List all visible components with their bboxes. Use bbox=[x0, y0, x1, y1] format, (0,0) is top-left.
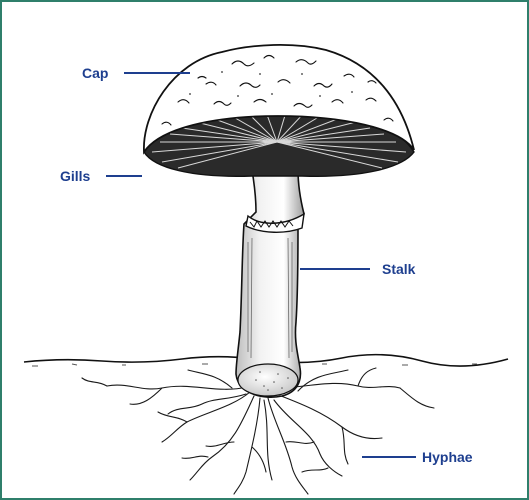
label-gills: Gills bbox=[60, 169, 90, 183]
label-cap: Cap bbox=[82, 66, 108, 80]
stalk-bulb bbox=[238, 364, 298, 396]
leader-line-cap bbox=[124, 72, 190, 74]
stalk bbox=[236, 170, 304, 397]
leader-line-hyphae bbox=[362, 456, 416, 458]
leader-line-stalk bbox=[300, 268, 370, 270]
label-stalk: Stalk bbox=[382, 262, 415, 276]
leader-line-gills bbox=[106, 175, 142, 177]
label-hyphae: Hyphae bbox=[422, 450, 473, 464]
